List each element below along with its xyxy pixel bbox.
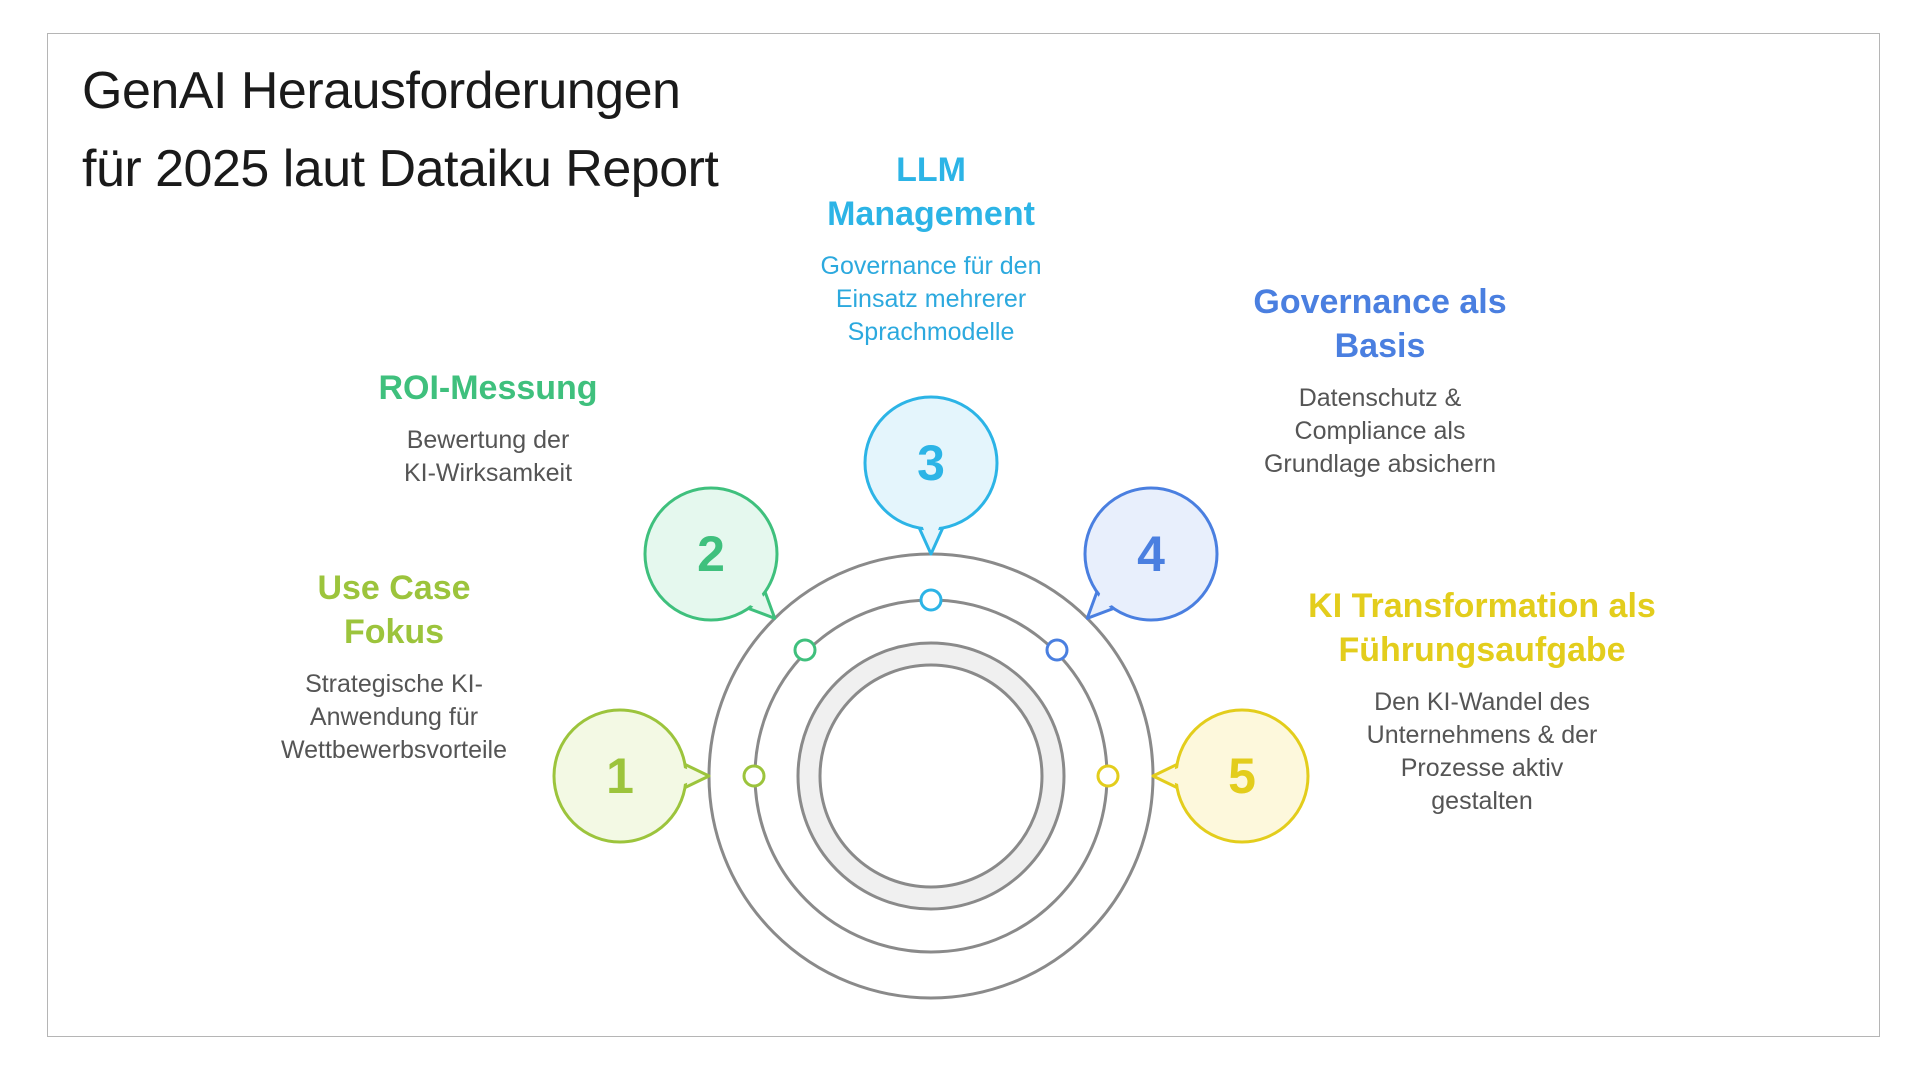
item-description-line: Prozesse aktiv	[1400, 754, 1564, 782]
item-description-line: Einsatz mehrerer	[835, 285, 1027, 313]
item-description-line: Bewertung der	[406, 426, 570, 454]
outer-ring	[707, 552, 1155, 1000]
bubble-number: 1	[606, 748, 634, 804]
ring-marker-4	[1045, 638, 1069, 662]
item-description-line: Sprachmodelle	[847, 318, 1015, 346]
item-description-line: gestalten	[1431, 787, 1533, 815]
bubble-number: 2	[697, 526, 725, 582]
item-title-line: LLM	[896, 151, 966, 189]
bubble-3: 3	[863, 395, 999, 556]
title-line-1: GenAI Herausforderungen	[82, 62, 681, 120]
ring-marker-1	[742, 764, 766, 788]
bubble-number: 4	[1137, 526, 1165, 582]
ring-marker-5	[1096, 764, 1120, 788]
item-description-line: Governance für den	[820, 252, 1042, 280]
bubble-tail-fill	[676, 765, 705, 787]
item-title-line: KI Transformation als	[1308, 587, 1656, 625]
ring-marker-2	[793, 638, 817, 662]
bubble-circle	[1083, 486, 1219, 622]
bubble-tail-fill	[920, 519, 942, 550]
item-description-line: Strategische KI-	[305, 670, 483, 698]
bubble-tail-fill	[742, 586, 772, 616]
item-title-line: Fokus	[343, 613, 445, 651]
item-description-line: Unternehmens & der	[1366, 721, 1598, 749]
item-description-line: Compliance als	[1294, 417, 1466, 445]
item-title-line: ROI-Messung	[378, 369, 598, 407]
bubble-number: 3	[917, 435, 945, 491]
ring-marker-3	[919, 588, 943, 612]
bubble-number: 5	[1228, 748, 1256, 804]
item-description-line: Wettbewerbsvorteile	[280, 736, 508, 764]
item-description-line: Datenschutz &	[1298, 384, 1462, 412]
item-title-line: Management	[827, 195, 1035, 233]
bubble-1: 1	[552, 708, 711, 844]
slide-title: GenAI Herausforderungen für 2025 laut Da…	[82, 52, 719, 208]
bubble-tail-fill	[1090, 586, 1120, 616]
bubble-4: 4	[1083, 486, 1219, 622]
inner-band	[798, 643, 1064, 909]
item-title: ROI-Messung	[378, 366, 597, 410]
inner-band-outer-edge	[796, 641, 1066, 911]
inner-band-inner-edge	[818, 663, 1044, 889]
slide-frame	[47, 33, 1880, 1037]
bubble-5: 5	[1151, 708, 1310, 844]
item-title-line: Governance als	[1253, 283, 1507, 321]
item-title-line: Basis	[1334, 327, 1426, 365]
item-description-line: Grundlage absichern	[1263, 450, 1497, 478]
item-title: LLM Management	[821, 148, 1042, 236]
item-description-line: KI-Wirksamkeit	[403, 459, 573, 487]
title-line-2: für 2025 laut Dataiku Report	[82, 140, 719, 198]
item-description-line: Den KI-Wandel des	[1374, 688, 1590, 716]
item-title-line: Führungsaufgabe	[1338, 631, 1626, 669]
item-title-line: Use Case	[317, 569, 471, 607]
bubble-circle	[643, 486, 779, 622]
bubble-2: 2	[643, 486, 779, 622]
bubble-tail-fill	[1157, 765, 1186, 787]
item-description-line: Anwendung für	[309, 703, 479, 731]
